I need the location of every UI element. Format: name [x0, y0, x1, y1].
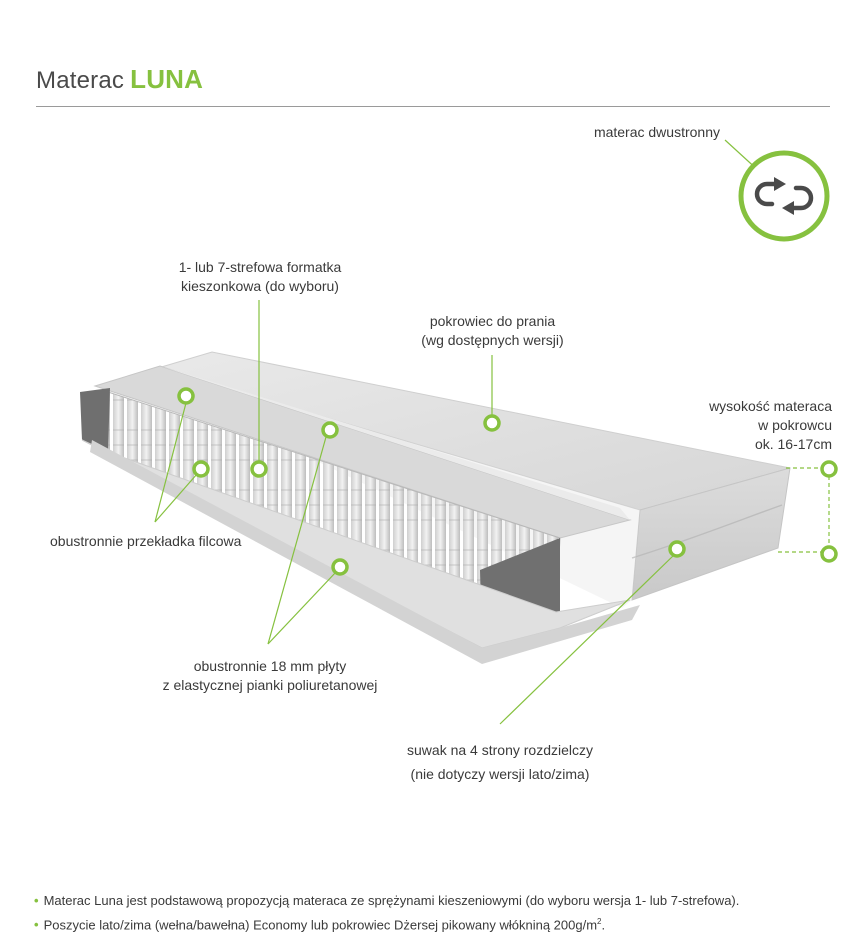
- title-divider: [36, 106, 830, 107]
- double-sided-arrows-icon: [738, 150, 830, 242]
- label-springs-line1: 1- lub 7-strefowa formatka: [178, 259, 342, 275]
- footer-line2-sup: 2: [597, 917, 602, 926]
- leader-lines: [154, 139, 830, 725]
- leader-foam-top: [267, 436, 327, 645]
- dot-felt-bottom: [192, 460, 210, 478]
- label-cover-line2: (wg dostępnych wersji): [421, 332, 564, 348]
- title-prefix: Materac: [36, 67, 125, 94]
- footer-line2-end: .: [601, 917, 606, 933]
- bullet-icon: •: [34, 893, 39, 908]
- label-foam: obustronnie 18 mm płyty z elastycznej pi…: [130, 657, 410, 695]
- zipper-line: [631, 504, 783, 559]
- footer-line2: Poszycie lato/zima (wełna/bawełna) Econo…: [43, 917, 598, 933]
- footer-line1: Materac Luna jest podstawową propozycją …: [43, 893, 740, 908]
- leader-foam-bottom: [267, 571, 337, 645]
- label-zipper-line1: suwak na 4 strony rozdzielczy: [407, 742, 593, 758]
- label-height: wysokość materaca w pokrowcu ok. 16-17cm: [660, 397, 832, 454]
- footer-item: •Poszycie lato/zima (wełna/bawełna) Econ…: [34, 911, 854, 935]
- label-springs: 1- lub 7-strefowa formatka kieszonkowa (…: [150, 258, 370, 296]
- foam-side-left: [80, 388, 110, 452]
- top-layer-edge: [160, 366, 630, 520]
- dot-foam-bottom: [331, 558, 349, 576]
- label-cover: pokrowiec do prania (wg dostępnych wersj…: [395, 312, 590, 350]
- title-brand: LUNA: [130, 64, 204, 94]
- label-foam-line1: obustronnie 18 mm płyty: [193, 658, 347, 674]
- dot-springs: [250, 460, 268, 478]
- dot-felt-top: [177, 387, 195, 405]
- dot-zipper: [668, 540, 686, 558]
- label-felt: obustronnie przekładka filcowa: [50, 533, 242, 549]
- label-zipper: suwak na 4 strony rozdzielczy (nie dotyc…: [385, 738, 615, 786]
- label-height-line2: w pokrowcu: [758, 417, 832, 433]
- label-foam-line2: z elastycznej pianki poliuretanowej: [162, 677, 378, 693]
- leader-zipper: [499, 553, 676, 725]
- dot-height-top: [820, 460, 838, 478]
- footer-item: • Materac Luna jest podstawową propozycją…: [34, 890, 854, 911]
- dot-cover: [483, 414, 501, 432]
- label-height-line3: ok. 16-17cm: [754, 436, 832, 452]
- label-height-line1: wysokość materaca: [709, 398, 832, 414]
- label-zipper-line2: (nie dotyczy wersji lato/zima): [410, 766, 590, 782]
- label-cover-line1: pokrowiec do prania: [429, 313, 556, 329]
- dot-foam-top: [321, 421, 339, 439]
- label-springs-line2: kieszonkowa (do wyboru): [181, 278, 339, 294]
- leader-felt-bottom: [154, 473, 198, 523]
- marker-dots: [177, 387, 838, 576]
- label-reversible: materac dwustronny: [593, 124, 720, 140]
- leader-felt-top: [154, 402, 187, 523]
- bullet-icon: •: [34, 917, 39, 933]
- dot-height-bottom: [820, 545, 838, 563]
- footer-notes: • Materac Luna jest podstawową propozycją…: [34, 890, 854, 935]
